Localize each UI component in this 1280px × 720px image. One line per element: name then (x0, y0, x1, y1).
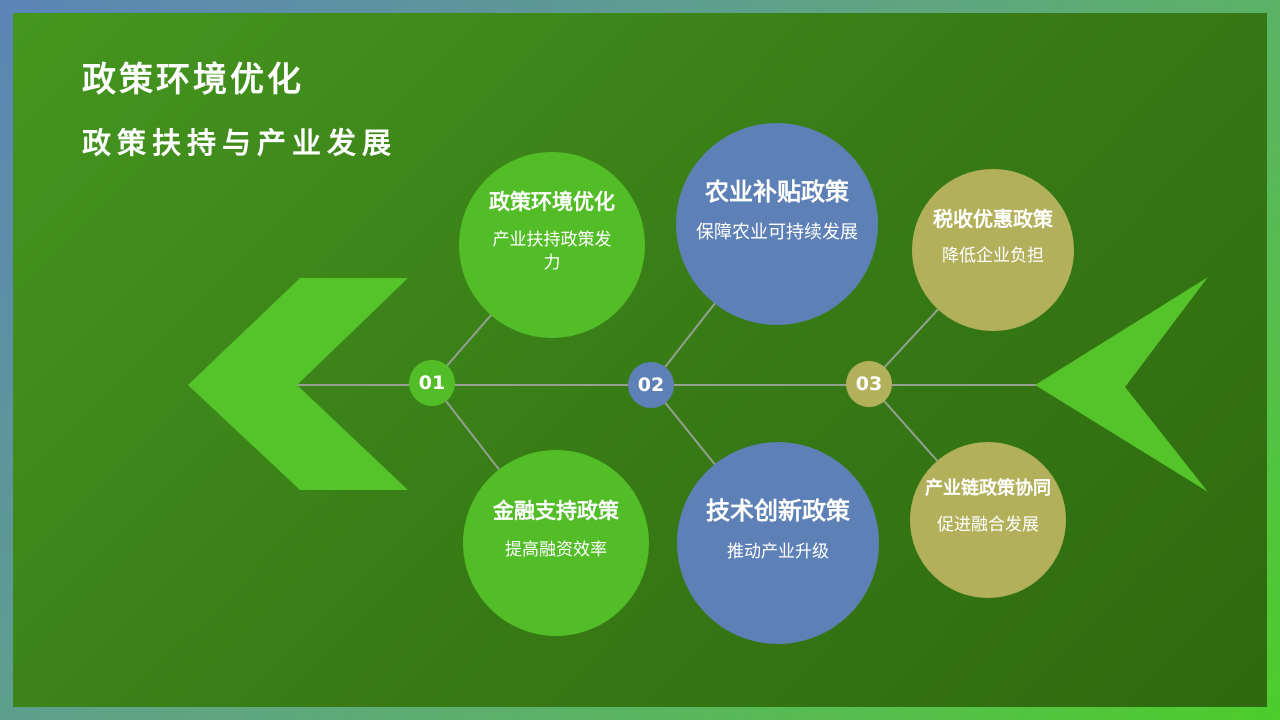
spine-node-label: 01 (418, 372, 446, 394)
circle-subtitle: 降低企业负担 (942, 246, 1044, 267)
spine-node-label: 03 (855, 373, 883, 395)
circle-title: 税收优惠政策 (933, 207, 1053, 232)
circle-subtitle: 保障农业可持续发展 (696, 221, 858, 243)
circle-subtitle: 提高融资效率 (505, 539, 607, 560)
spine-node-01: 01 (409, 360, 455, 406)
right-dart-arrow-icon (1035, 277, 1208, 492)
topic-circle-policy-environment: 政策环境优化 产业扶持政策发力 (459, 152, 645, 338)
circle-subtitle: 促进融合发展 (937, 514, 1039, 535)
topic-circle-tax-preference: 税收优惠政策 降低企业负担 (912, 169, 1074, 331)
topic-circle-financial-support: 金融支持政策 提高融资效率 (463, 450, 649, 636)
circle-title: 技术创新政策 (706, 497, 850, 526)
circle-title: 产业链政策协同 (925, 478, 1051, 500)
circle-title: 金融支持政策 (493, 499, 619, 524)
topic-circle-industry-chain-synergy: 产业链政策协同 促进融合发展 (910, 442, 1066, 598)
spine-node-label: 02 (637, 374, 665, 396)
topic-circle-agriculture-subsidy: 农业补贴政策 保障农业可持续发展 (676, 123, 878, 325)
spine-node-03: 03 (846, 361, 892, 407)
page-subtitle: 政策扶持与产业发展 (82, 126, 398, 160)
circle-title: 政策环境优化 (489, 189, 615, 214)
topic-circle-tech-innovation: 技术创新政策 推动产业升级 (677, 442, 879, 644)
page-title: 政策环境优化 (82, 60, 304, 100)
circle-subtitle: 产业扶持政策发力 (492, 230, 612, 274)
spine-node-02: 02 (628, 362, 674, 408)
circle-title: 农业补贴政策 (705, 177, 849, 206)
left-chevron-arrow-icon (188, 278, 408, 490)
circle-subtitle: 推动产业升级 (727, 541, 829, 562)
